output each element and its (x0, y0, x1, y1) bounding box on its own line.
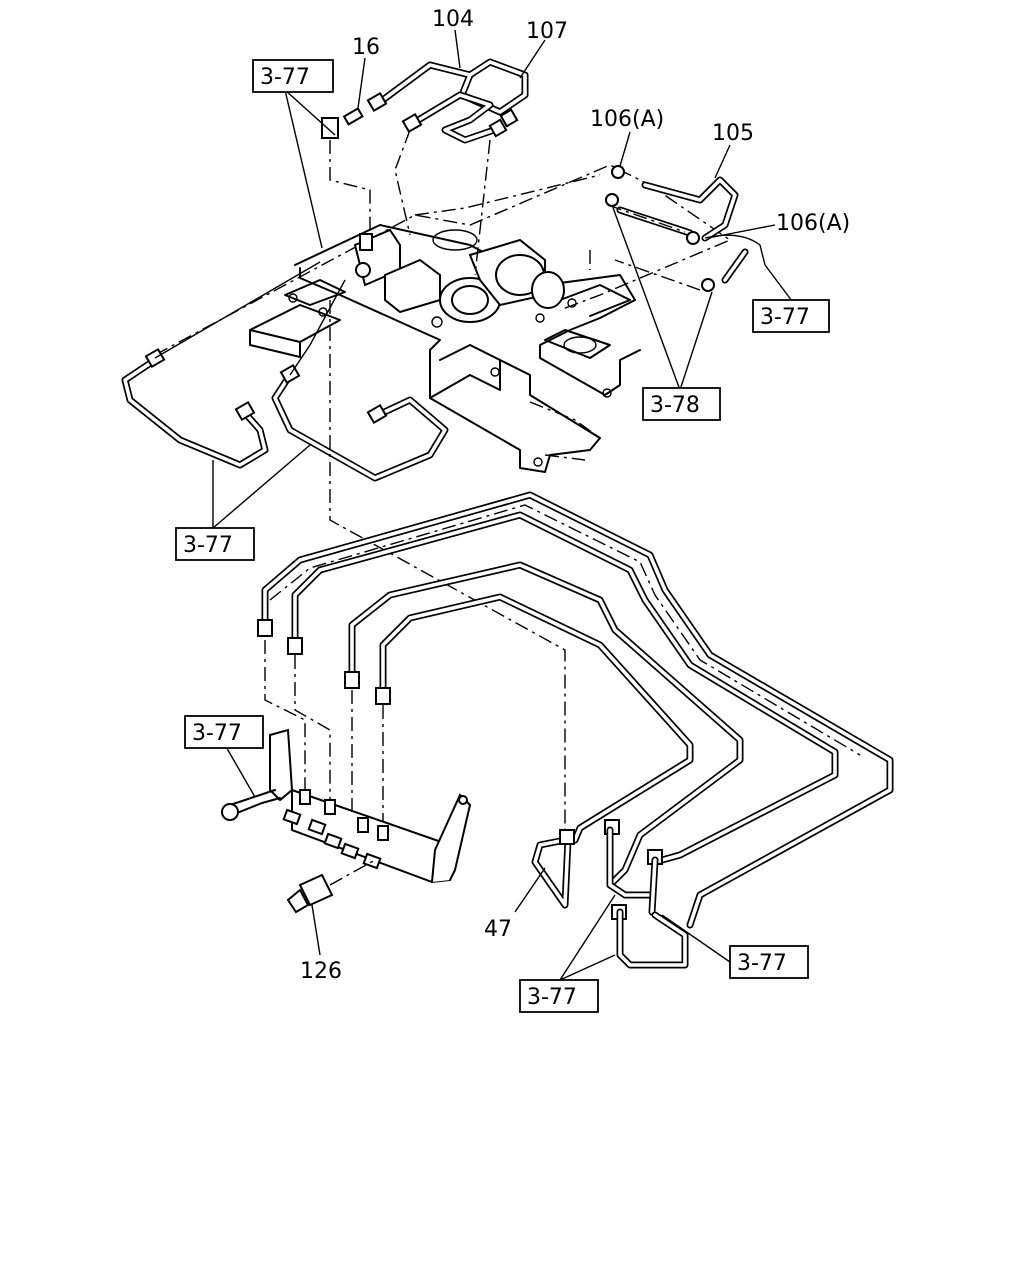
label-126: 126 (300, 959, 342, 984)
label-16: 16 (352, 35, 380, 60)
valve-cluster (321, 117, 565, 323)
lower-right-pipes (606, 826, 689, 969)
pipe-104-107 (342, 58, 529, 144)
main-pipe-bundle (257, 491, 894, 929)
distribution-manifold (221, 728, 472, 914)
ref-text: 3-77 (527, 985, 577, 1010)
ref-text: 3-77 (260, 65, 310, 90)
ref-text: 3-77 (183, 533, 233, 558)
ref-box-bottom-center[interactable]: 3-77 (519, 979, 599, 1013)
hose-105 (605, 165, 766, 292)
label-104: 104 (432, 7, 474, 32)
ref-box-right[interactable]: 3-77 (752, 299, 830, 333)
label-47: 47 (484, 917, 512, 942)
label-107: 107 (526, 19, 568, 44)
ref-text: 3-77 (192, 721, 242, 746)
label-106a-right: 106(A) (776, 211, 850, 236)
ref-box-top-left[interactable]: 3-77 (252, 59, 334, 93)
upper-left-pipes (121, 261, 449, 482)
ref-text: 3-77 (737, 951, 787, 976)
label-106a-top: 106(A) (590, 107, 664, 132)
ref-box-bottom-right[interactable]: 3-77 (729, 945, 809, 979)
label-105: 105 (712, 121, 754, 146)
ref-text: 3-78 (650, 393, 700, 418)
ref-text: 3-77 (760, 305, 810, 330)
ref-box-mid-left[interactable]: 3-77 (175, 527, 255, 561)
ref-box-lower-left[interactable]: 3-77 (184, 715, 264, 749)
callout-leaders (212, 29, 796, 981)
pipe-47 (531, 829, 575, 909)
ref-box-3-78[interactable]: 3-78 (642, 387, 721, 421)
callout-labels: 104 107 16 106(A) 105 106(A) 47 126 (300, 7, 850, 984)
